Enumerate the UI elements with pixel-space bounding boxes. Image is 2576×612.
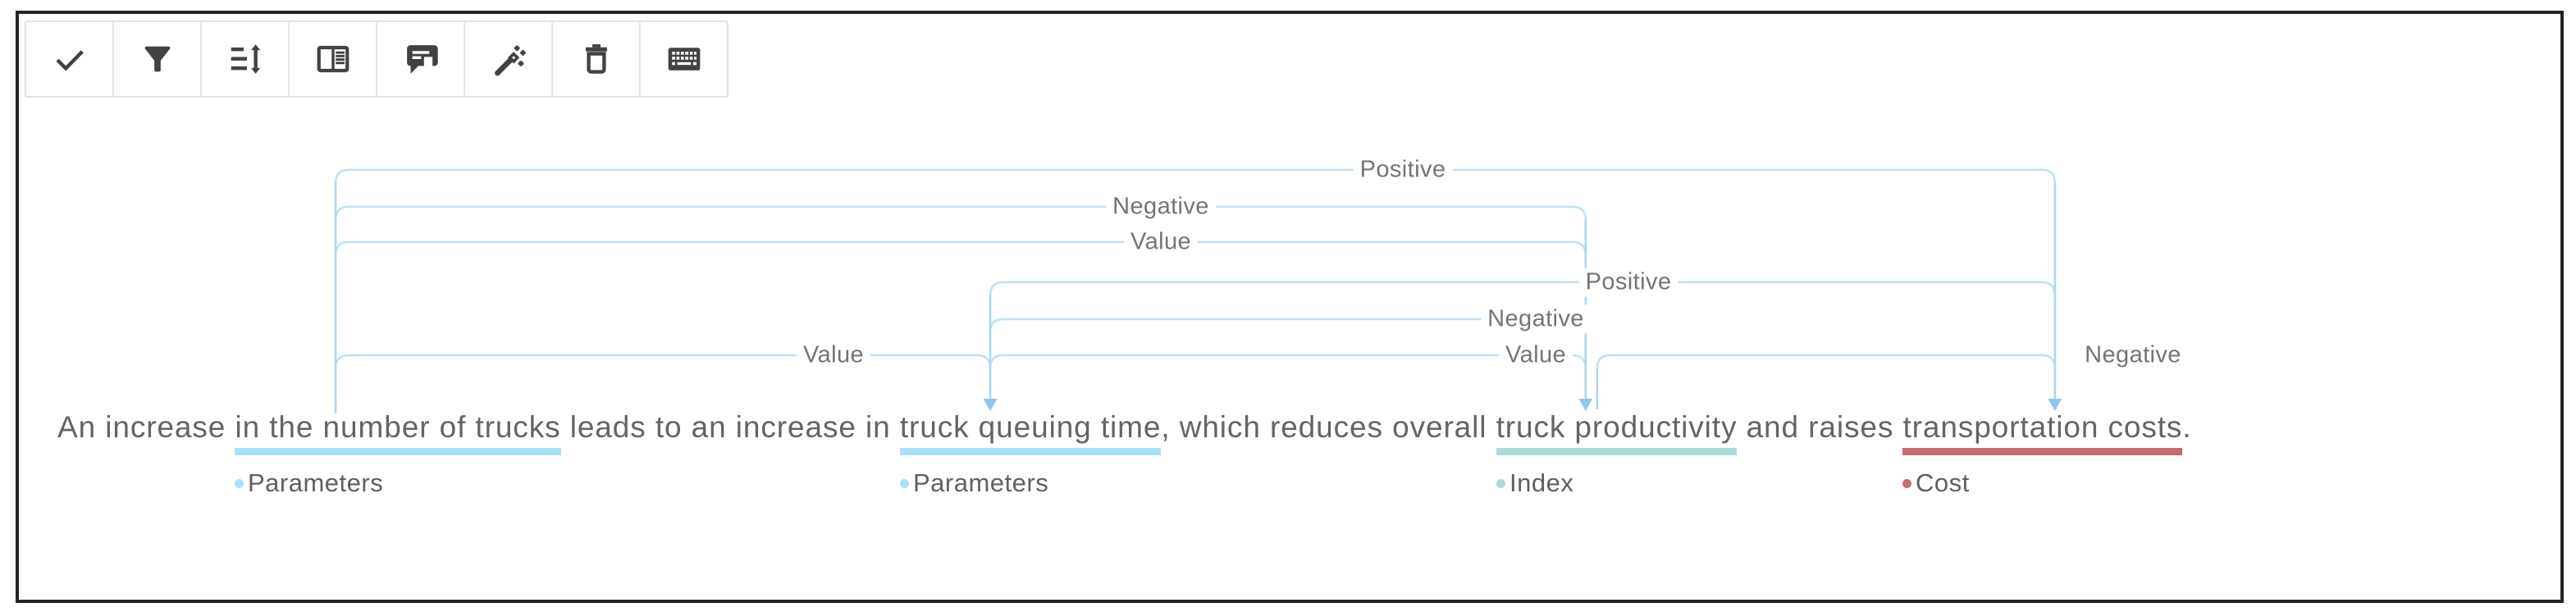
entity-color-dot	[900, 478, 909, 488]
toolbar-button-delete-annotations[interactable]	[553, 22, 641, 96]
sentence-fragment: An increase	[57, 410, 235, 444]
entity-type-name: Cost	[1916, 468, 1970, 497]
relation-label-e2-e3[interactable]: Negative	[1481, 304, 1591, 334]
toolbar-button-reader-mode[interactable]	[290, 22, 377, 96]
entity-type-name: Parameters	[913, 468, 1049, 497]
entity-span-e3[interactable]: truck productivity	[1496, 410, 1738, 455]
sentence-fragment: leads to an increase in	[560, 410, 900, 444]
relation-label-e2-e3[interactable]: Value	[1498, 340, 1573, 370]
entity-type-label-e1[interactable]: Parameters	[235, 468, 383, 498]
comment-icon	[406, 45, 438, 74]
relation-label-e3-e4[interactable]: Negative	[2078, 340, 2188, 370]
entity-span-e2[interactable]: truck queuing time	[899, 410, 1162, 455]
sentence-fragment: and raises	[1737, 410, 1903, 444]
arc-arrowhead-icon	[1578, 399, 1593, 411]
relation-arc	[334, 205, 1587, 221]
relation-label-e1-e3[interactable]: Value	[1123, 227, 1199, 257]
sentence-fragment: .	[2182, 410, 2192, 444]
check-icon	[55, 50, 84, 71]
filter-icon	[144, 46, 170, 72]
relation-arc	[989, 354, 1587, 369]
annotation-toolbar	[25, 21, 728, 98]
relation-arc	[334, 168, 2057, 184]
line-spacing-icon	[231, 44, 260, 74]
entity-color-dot	[1902, 478, 1911, 488]
entity-span-e4[interactable]: transportation costs	[1902, 410, 2183, 455]
entity-type-name: Parameters	[248, 468, 384, 497]
entity-type-label-e2[interactable]: Parameters	[900, 468, 1048, 498]
keyboard-icon	[668, 48, 700, 71]
sentence-fragment: , which reduces overall	[1161, 410, 1496, 444]
relation-label-e2-e4[interactable]: Positive	[1578, 267, 1679, 297]
arc-arrowhead-icon	[2048, 399, 2062, 411]
entity-type-label-e4[interactable]: Cost	[1902, 468, 1970, 498]
magic-wand-icon	[494, 45, 526, 76]
relation-arc	[1596, 354, 2057, 369]
entity-color-dot	[235, 478, 244, 488]
relation-label-e1-e3[interactable]: Negative	[1106, 192, 1216, 222]
sentence-text[interactable]: An increase in the number of trucks lead…	[57, 410, 2192, 455]
trash-icon	[585, 43, 607, 74]
reader-mode-icon	[317, 45, 349, 73]
toolbar-button-auto-label[interactable]	[465, 22, 553, 96]
toolbar-button-approve[interactable]	[26, 22, 114, 96]
relation-arc	[989, 281, 2057, 296]
toolbar-button-comment[interactable]	[377, 22, 465, 96]
entity-span-e1[interactable]: in the number of trucks	[235, 410, 561, 455]
window-frame	[16, 11, 2564, 603]
arc-arrowhead-icon	[983, 399, 998, 411]
toolbar-button-line-spacing[interactable]	[202, 22, 290, 96]
relation-arc	[334, 240, 1587, 256]
toolbar-button-filter[interactable]	[114, 22, 202, 96]
relation-label-e1-e4[interactable]: Positive	[1353, 155, 1453, 185]
entity-type-name: Index	[1510, 468, 1574, 497]
toolbar-button-keyboard-shortcuts[interactable]	[641, 22, 727, 96]
entity-color-dot	[1496, 478, 1505, 488]
relation-arc	[334, 354, 992, 369]
relation-label-e1-e2[interactable]: Value	[796, 340, 871, 370]
entity-type-label-e3[interactable]: Index	[1496, 468, 1573, 498]
